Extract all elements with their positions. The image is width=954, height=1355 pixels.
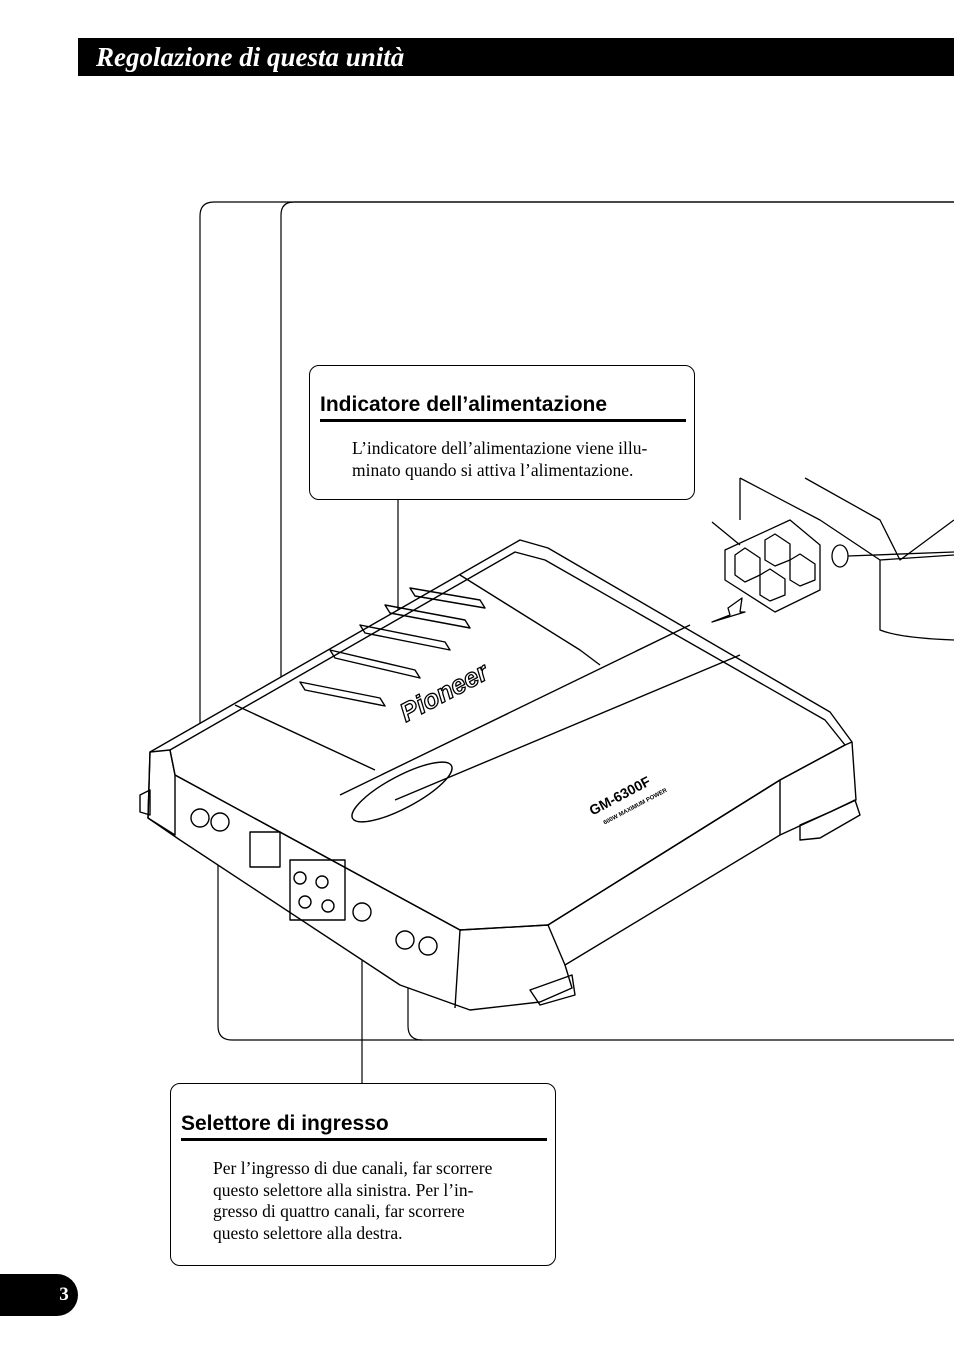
section-title: Regolazione di questa unità bbox=[96, 42, 405, 72]
page-number: 3 bbox=[59, 1284, 69, 1305]
input-selector-line: questo selettore alla sinistra. Per l’in… bbox=[213, 1179, 474, 1200]
input-selector-heading: Selettore di ingresso bbox=[181, 1111, 547, 1141]
power-indicator-callout: Indicatore dell’alimentazione L’indicato… bbox=[309, 365, 695, 500]
bottom-leader-line bbox=[217, 844, 954, 1041]
input-selector-line: questo selettore alla destra. bbox=[213, 1222, 403, 1243]
input-selector-line: gresso di quattro canali, far scorrere bbox=[213, 1201, 465, 1221]
terminal-inset bbox=[711, 477, 954, 641]
input-selector-callout: Selettore di ingresso Per l’ingresso di … bbox=[170, 1083, 556, 1266]
section-header-bar: Regolazione di questa unità bbox=[78, 38, 954, 76]
power-indicator-line: L’indicatore dell’alimentazione viene il… bbox=[352, 438, 648, 458]
input-selector-line: Per l’ingresso di due canali, far scorre… bbox=[213, 1158, 493, 1178]
outer-leader-line bbox=[199, 201, 954, 819]
page-number-badge: 3 bbox=[0, 1274, 78, 1316]
input-selector-text: Per l’ingresso di due canali, far scorre… bbox=[213, 1158, 547, 1244]
power-indicator-text: L’indicatore dell’alimentazione viene il… bbox=[352, 438, 686, 481]
power-indicator-heading: Indicatore dell’alimentazione bbox=[320, 392, 686, 422]
power-indicator-line: minato quando si attiva l’alimentazione. bbox=[352, 459, 634, 480]
amplifier-body bbox=[139, 539, 861, 1011]
bottom-leader-line-2 bbox=[407, 984, 423, 1041]
